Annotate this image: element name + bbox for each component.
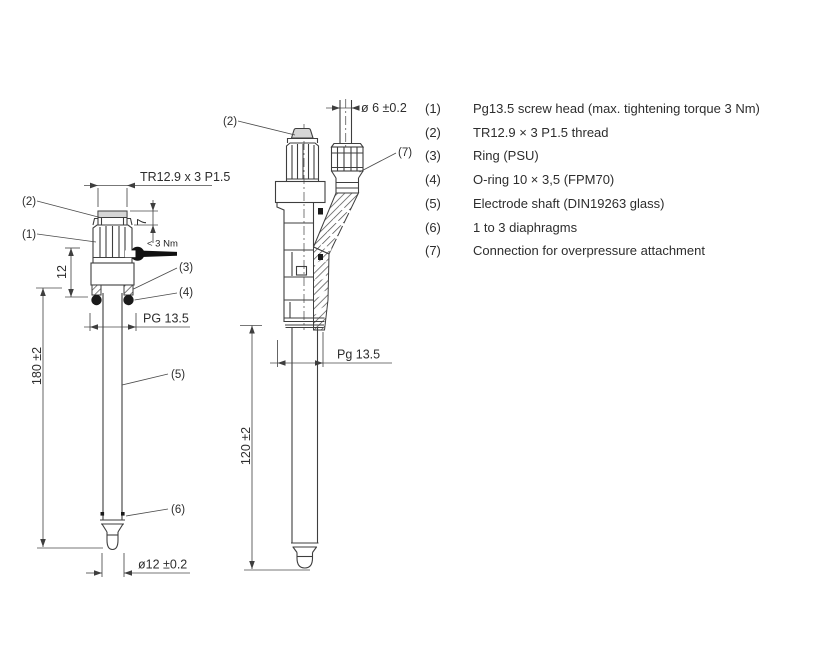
ring-psu <box>91 284 134 296</box>
dim-120-label: 120 ±2 <box>239 427 253 465</box>
dim-7-label: 7 <box>135 218 149 225</box>
dia6-label: ø 6 ±0.2 <box>361 101 407 115</box>
legend-label: O-ring 10 × 3,5 (FPM70) <box>473 172 615 187</box>
pg-dim-label: PG 13.5 <box>143 312 189 326</box>
cap-flange <box>286 137 319 143</box>
ref-2: (2) <box>22 196 36 208</box>
legend-item-7: (7) Connection for overpressure attachme… <box>425 243 815 258</box>
dim-dia6: ø 6 ±0.2 <box>326 101 407 115</box>
screw-head <box>92 224 133 263</box>
torque-label: < 3 Nm <box>147 239 178 250</box>
legend-number: (6) <box>425 220 441 235</box>
legend-label: Pg13.5 screw head (max. tightening torqu… <box>473 101 760 116</box>
electrode-tip <box>100 519 125 551</box>
screw-cap <box>290 127 314 139</box>
dim-dia12: ø12 ±0.2 <box>86 553 190 577</box>
legend-item-3: (3) Ring (PSU) <box>425 148 815 163</box>
seal-upper <box>318 208 323 215</box>
wrench-icon <box>142 250 177 257</box>
left-callouts: (2) (1) (3) (4) (5) (6) <box>22 196 193 517</box>
collar-right <box>274 180 326 204</box>
electrode-shaft <box>102 293 123 520</box>
ref-4: (4) <box>179 287 193 299</box>
collar <box>90 262 135 286</box>
ref-3: (3) <box>179 262 193 274</box>
ref-5: (5) <box>171 369 185 381</box>
legend-number: (1) <box>425 101 441 116</box>
thread-dim-label: TR12.9 x 3 P1.5 <box>140 170 230 184</box>
dim-12: 12 <box>55 247 88 298</box>
dia12-label: ø12 ±0.2 <box>138 558 187 572</box>
dim-thread-tr12-9: TR12.9 x 3 P1.5 <box>84 170 230 207</box>
diaphragms <box>100 512 125 516</box>
overpressure-fitting <box>330 142 365 193</box>
legend-label: TR12.9 × 3 P1.5 thread <box>473 125 609 140</box>
overpressure-tube <box>339 100 353 143</box>
seal-lower <box>318 254 323 260</box>
dim-12-label: 12 <box>55 265 69 279</box>
left-view-electrode: TR12.9 x 3 P1.5 <box>22 170 230 577</box>
electrode-tip-right <box>291 542 319 569</box>
ref-7: (7) <box>398 147 412 159</box>
dim-180-label: 180 ±2 <box>30 347 44 385</box>
legend-item-2: (2) TR12.9 × 3 P1.5 thread <box>425 125 815 140</box>
body-section <box>276 202 325 329</box>
right-callouts: (2) (7) <box>223 116 412 173</box>
overpressure-channel <box>312 192 360 331</box>
dim-7: 7 <box>130 200 158 243</box>
legend-item-6: (6) 1 to 3 diaphragms <box>425 220 815 235</box>
ref-6: (6) <box>171 504 185 516</box>
thread-cap <box>92 210 133 226</box>
legend-item-5: (5) Electrode shaft (DIN19263 glass) <box>425 196 815 211</box>
legend-number: (4) <box>425 172 441 187</box>
legend-label: Electrode shaft (DIN19263 glass) <box>473 196 665 211</box>
screw-head-right <box>285 142 320 182</box>
legend-item-4: (4) O-ring 10 × 3,5 (FPM70) <box>425 172 815 187</box>
right-view-electrode: ø 6 ±0.2 <box>223 99 412 571</box>
ref-1: (1) <box>22 229 36 241</box>
legend-number: (3) <box>425 148 441 163</box>
legend-label: Connection for overpressure attachment <box>473 243 705 258</box>
o-rings <box>91 294 134 306</box>
torque-wrench: < 3 Nm <box>125 239 178 261</box>
dim-pg13-5: PG 13.5 <box>84 312 190 331</box>
legend-number: (2) <box>425 125 441 140</box>
legend-number: (7) <box>425 243 441 258</box>
dim-pg13-5-right: Pg 13.5 <box>270 332 392 367</box>
dim-180: 180 ±2 <box>30 287 103 549</box>
legend-label: Ring (PSU) <box>473 148 539 163</box>
legend-item-1: (1) Pg13.5 screw head (max. tightening t… <box>425 101 815 116</box>
ref-2-right: (2) <box>223 116 237 128</box>
dim-120: 120 ±2 <box>239 325 310 571</box>
pg-dim-right-label: Pg 13.5 <box>337 348 380 362</box>
legend-label: 1 to 3 diaphragms <box>473 220 578 235</box>
electrode-shaft-right <box>291 327 319 543</box>
legend-number: (5) <box>425 196 441 211</box>
